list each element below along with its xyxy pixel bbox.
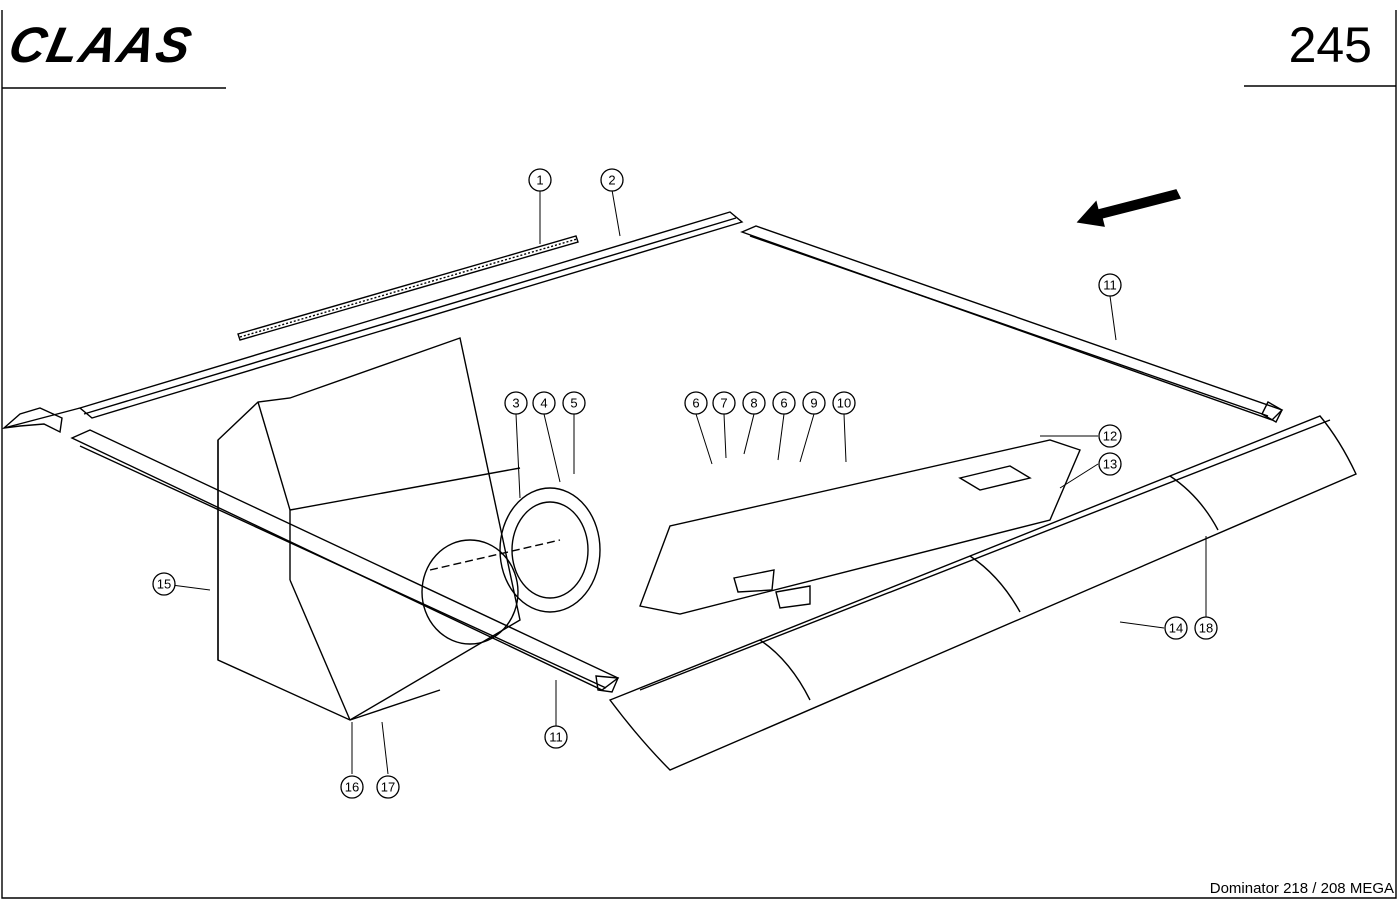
callout-label: 11	[549, 730, 563, 745]
callout-18: 18	[1194, 616, 1218, 640]
direction-arrow	[1076, 189, 1182, 227]
callout-label: 10	[837, 396, 851, 411]
callout-1: 1	[528, 168, 552, 192]
callout-circle	[152, 572, 176, 596]
callout-14: 14	[1164, 616, 1188, 640]
callout-16: 16	[340, 775, 364, 799]
callout-circle	[600, 168, 624, 192]
callout-circle	[1164, 616, 1188, 640]
callout-label: 6	[780, 396, 787, 411]
callout-circle	[544, 725, 568, 749]
housing	[217, 337, 521, 721]
callout-circle	[832, 391, 856, 415]
callout-circle	[1098, 273, 1122, 297]
frame-border	[1, 88, 1397, 899]
callout-11: 11	[1098, 273, 1122, 297]
callout-12: 12	[1098, 424, 1122, 448]
callout-circle	[340, 775, 364, 799]
flange-ring	[429, 487, 601, 613]
callout-3: 3	[504, 391, 528, 415]
callout-circle	[772, 391, 796, 415]
left-rail	[70, 429, 620, 693]
callout-circle	[532, 391, 556, 415]
callout-label: 14	[1169, 621, 1183, 636]
callout-11: 11	[544, 725, 568, 749]
callout-circle	[504, 391, 528, 415]
callout-label: 9	[810, 396, 817, 411]
callout-label: 7	[720, 396, 727, 411]
callout-circle	[1194, 616, 1218, 640]
callout-circle	[684, 391, 708, 415]
callout-circle	[1098, 452, 1122, 476]
leader-lines	[163, 189, 1207, 775]
callout-label: 15	[157, 577, 171, 592]
callout-circle	[376, 775, 400, 799]
callout-circle	[712, 391, 736, 415]
callout-label: 13	[1103, 457, 1117, 472]
page-number: 245	[1288, 17, 1372, 73]
cover-plate	[639, 439, 1081, 615]
callout-7: 7	[712, 391, 736, 415]
callout-6: 6	[772, 391, 796, 415]
callout-5: 5	[562, 391, 586, 415]
seal-strip	[237, 235, 579, 341]
model-caption: Dominator 218 / 208 MEGA	[1209, 880, 1394, 897]
callout-label: 5	[570, 396, 577, 411]
callout-circle	[1098, 424, 1122, 448]
callout-label: 3	[512, 396, 519, 411]
callout-label: 18	[1199, 621, 1213, 636]
callout-circle	[802, 391, 826, 415]
callout-13: 13	[1098, 452, 1122, 476]
callout-10: 10	[832, 391, 856, 415]
callout-label: 8	[750, 396, 757, 411]
callout-4: 4	[532, 391, 556, 415]
callout-label: 16	[345, 780, 359, 795]
callout-label: 12	[1103, 429, 1117, 444]
trough	[608, 415, 1357, 771]
callout-circle	[528, 168, 552, 192]
callout-2: 2	[600, 168, 624, 192]
callout-9: 9	[802, 391, 826, 415]
callout-label: 11	[1103, 278, 1117, 293]
callout-17: 17	[376, 775, 400, 799]
callout-circle	[562, 391, 586, 415]
callout-label: 17	[381, 780, 395, 795]
callout-8: 8	[742, 391, 766, 415]
callout-label: 4	[540, 396, 547, 411]
callout-6: 6	[684, 391, 708, 415]
right-rail	[740, 225, 1284, 423]
callout-label: 6	[692, 396, 699, 411]
callout-15: 15	[152, 572, 176, 596]
callout-label: 1	[536, 173, 543, 188]
top-rail	[1, 211, 744, 434]
callout-circle	[742, 391, 766, 415]
callout-label: 2	[608, 173, 615, 188]
